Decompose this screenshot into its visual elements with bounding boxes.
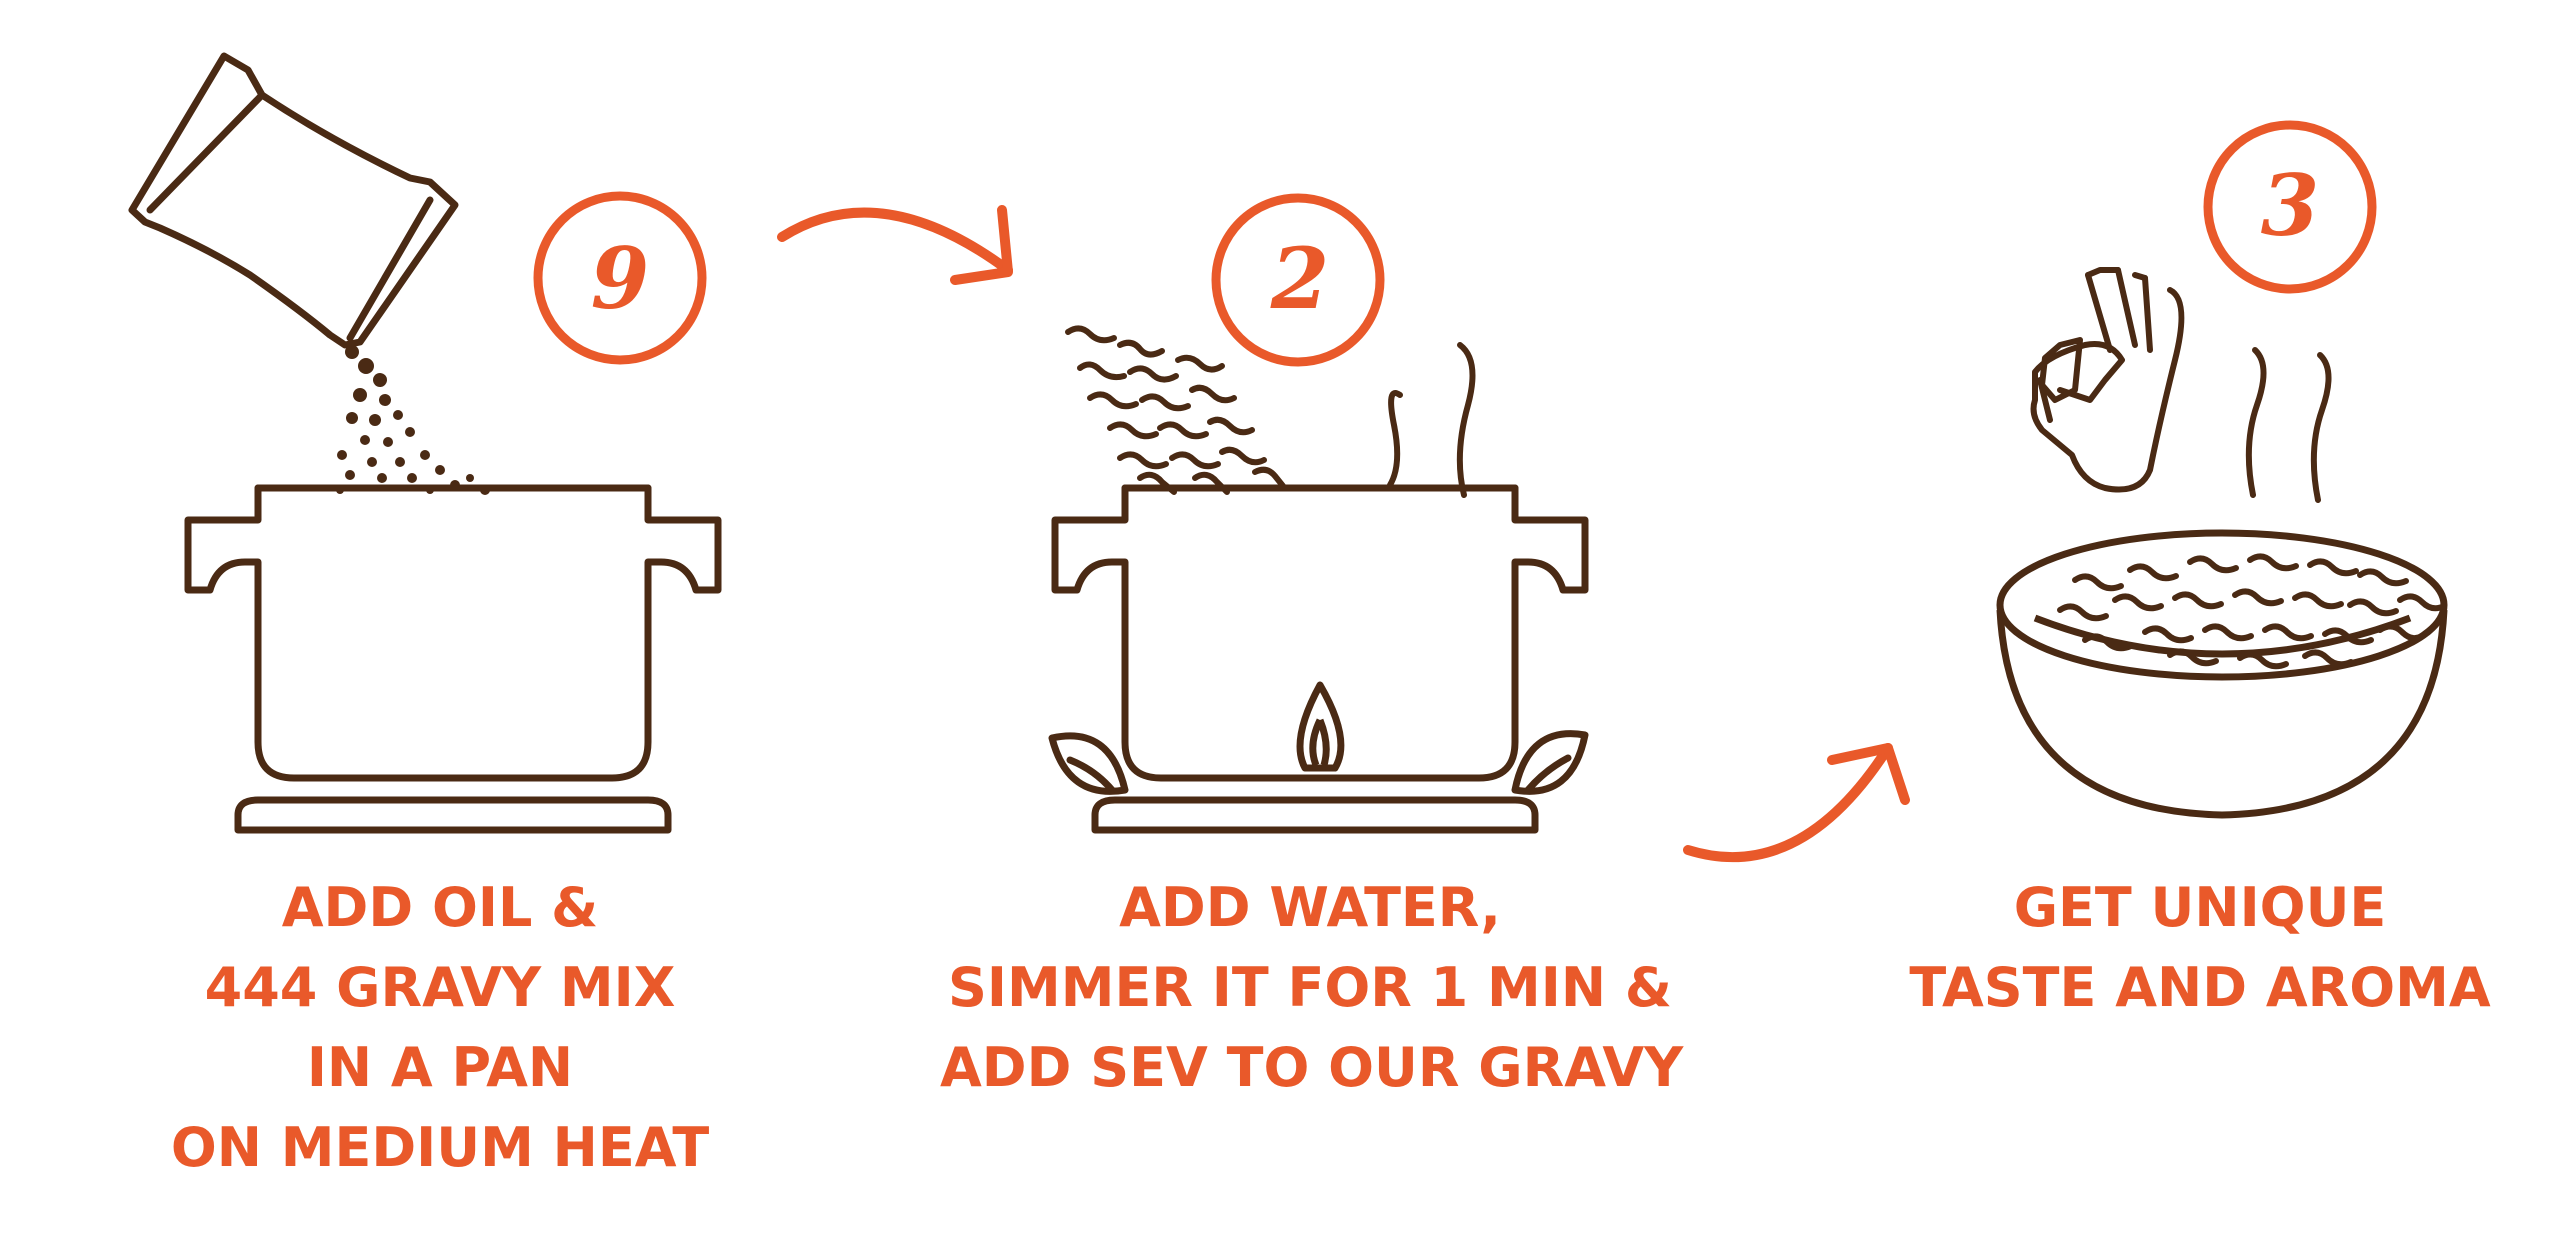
caption-line: IN A PAN xyxy=(306,1036,574,1099)
step-2-illustration: 2 xyxy=(1048,193,1589,834)
burner-leaf-left-icon xyxy=(1048,732,1129,795)
up-curved-arrow-icon xyxy=(1683,743,1910,862)
caption-line: ADD WATER, xyxy=(1119,876,1501,939)
step-1-number: 9 xyxy=(591,229,649,328)
caption-line: ON MEDIUM HEAT xyxy=(170,1116,710,1179)
step-3-number: 3 xyxy=(2261,156,2319,255)
step-2-number-ring xyxy=(1211,193,1385,367)
caption-line: GET UNIQUE xyxy=(2013,876,2387,939)
sev-strands-icon xyxy=(1065,325,1286,495)
ok-hand-icon xyxy=(2030,267,2185,493)
cooking-pot-icon xyxy=(184,484,722,834)
step-1-caption: ADD OIL & 444 GRAVY MIX IN A PAN ON MEDI… xyxy=(160,868,720,1188)
steam-icon xyxy=(1387,342,1476,498)
step-3-number-ring xyxy=(2203,120,2377,294)
step-3-illustration: 3 xyxy=(1996,120,2448,819)
stove-pot-icon xyxy=(1051,484,1589,834)
step-1-illustration: 9 xyxy=(128,52,722,834)
caption-line: ADD OIL & xyxy=(281,876,599,939)
packet-icon xyxy=(128,52,459,349)
step-3-caption: GET UNIQUE TASTE AND AROMA xyxy=(1880,868,2520,1028)
caption-line: SIMMER IT FOR 1 MIN & xyxy=(948,956,1672,1019)
bowl-sev-icon xyxy=(2057,553,2447,670)
spice-particles-icon xyxy=(336,345,490,495)
flame-icon xyxy=(1296,681,1345,772)
burner-leaf-right-icon xyxy=(1511,730,1589,795)
caption-line: 444 GRAVY MIX xyxy=(204,956,676,1019)
step-1-number-ring xyxy=(533,191,707,365)
aroma-steam-icon xyxy=(2245,347,2332,503)
step-2-caption: ADD WATER, SIMMER IT FOR 1 MIN & ADD SEV… xyxy=(940,868,1684,1108)
caption-line: TASTE AND AROMA xyxy=(1909,956,2491,1019)
right-curved-arrow-icon xyxy=(777,205,1013,285)
caption-line: ADD SEV TO OUR GRAVY xyxy=(940,1036,1684,1099)
step-2-number: 2 xyxy=(1270,229,1329,328)
